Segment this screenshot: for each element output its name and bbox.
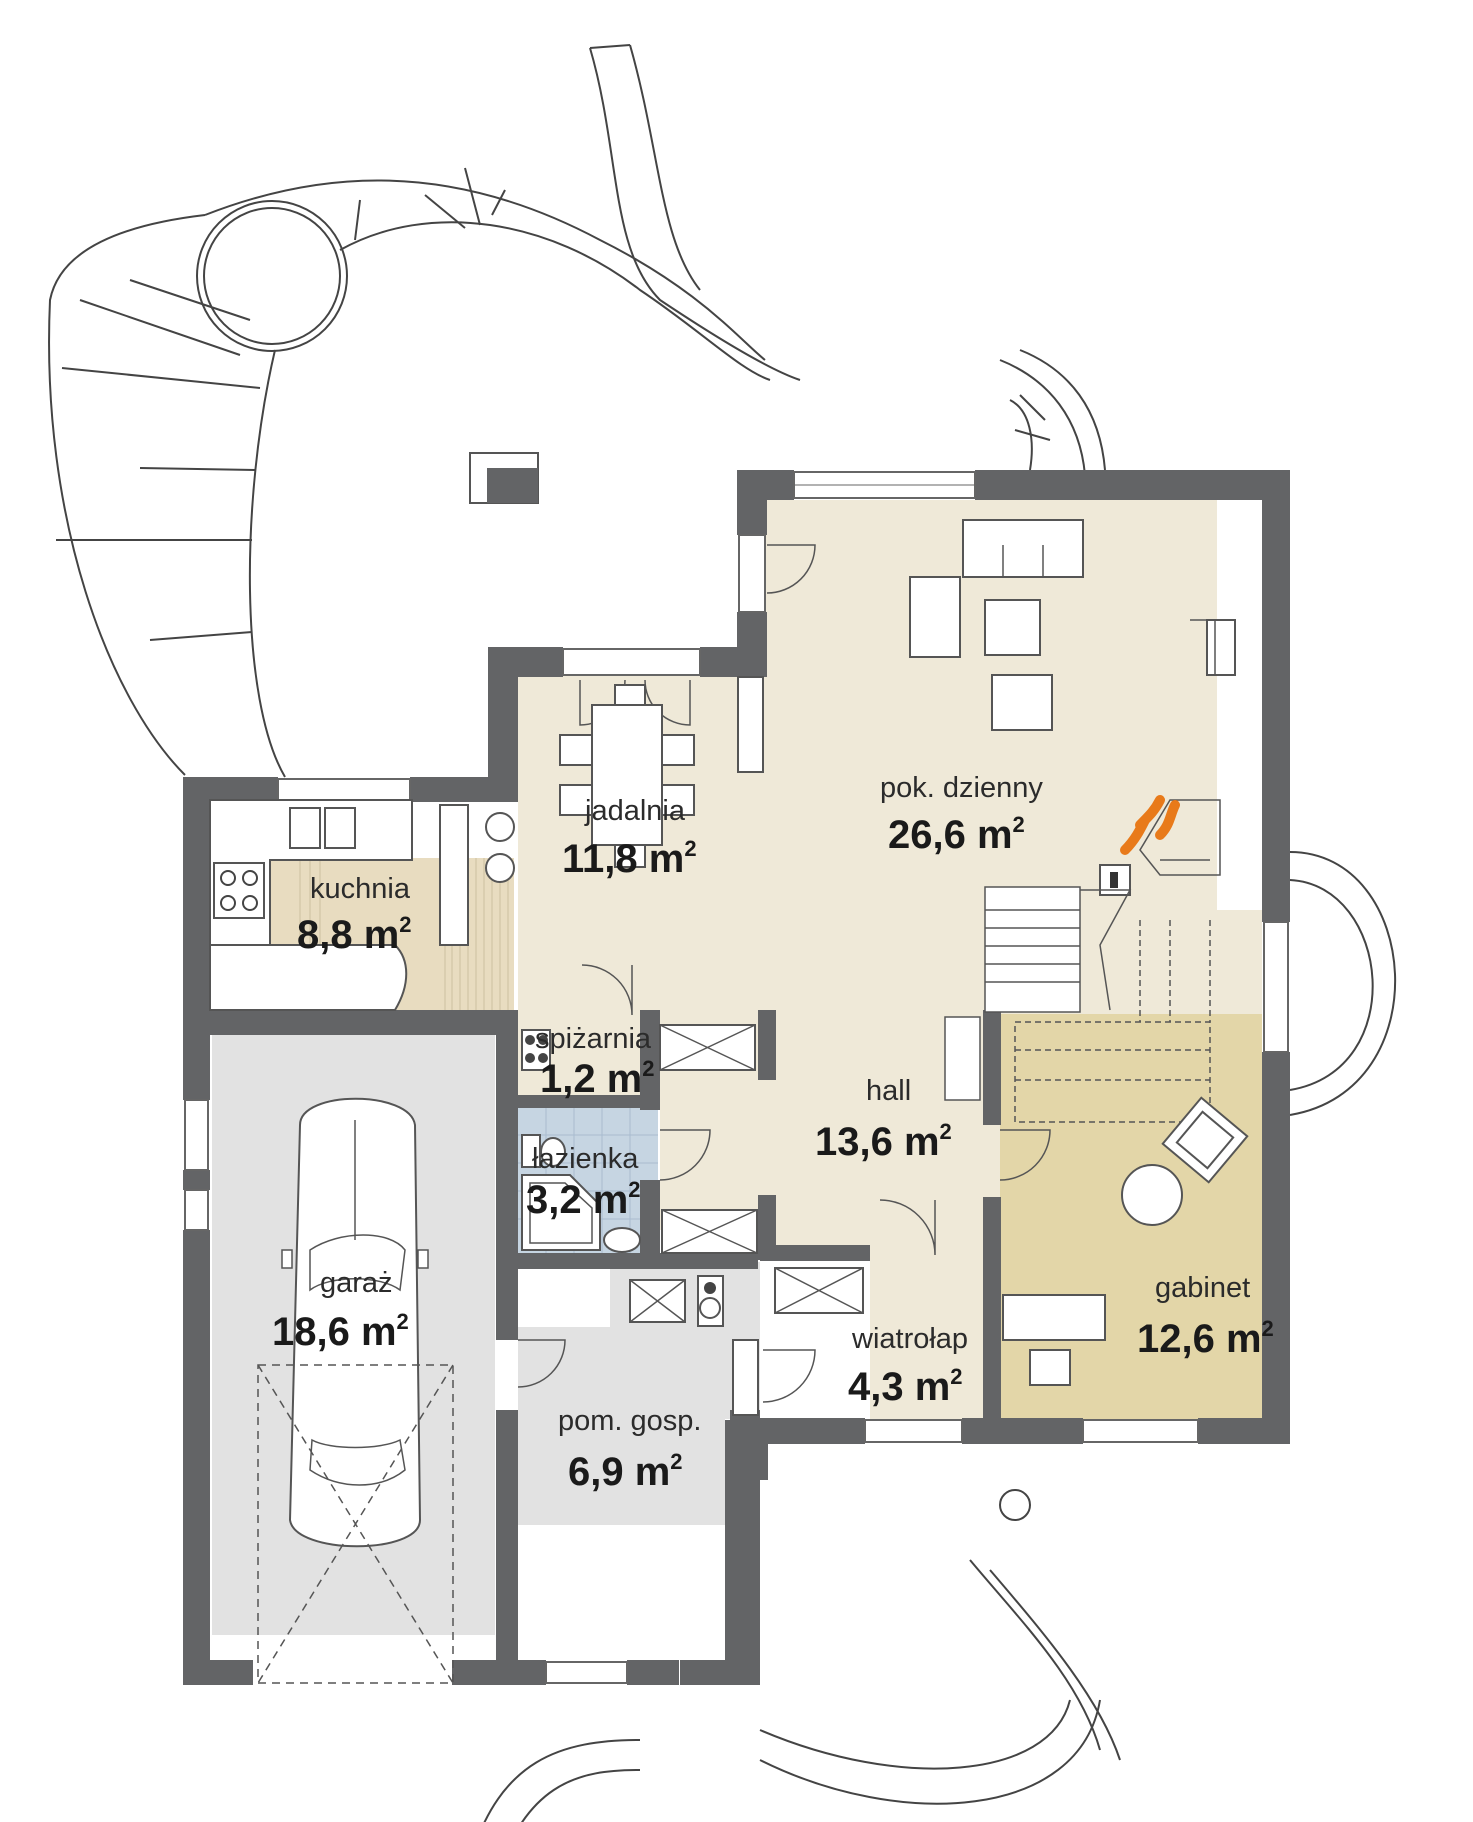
room-area-kuchnia: 8,8 m2 xyxy=(297,912,412,957)
column xyxy=(737,676,764,773)
room-area-lazienka: 3,2 m2 xyxy=(526,1177,641,1222)
floor-fills xyxy=(210,500,1262,1635)
room-area-garaz: 18,6 m2 xyxy=(272,1309,409,1354)
room-name-gabinet: gabinet xyxy=(1155,1272,1250,1304)
office-furniture xyxy=(1002,1096,1249,1386)
stairs-icon xyxy=(944,886,1211,1123)
room-name-hall: hall xyxy=(866,1075,911,1107)
chimney xyxy=(469,452,539,504)
room-area-gabinet: 12,6 m2 xyxy=(1137,1316,1274,1361)
walls xyxy=(183,470,1290,1685)
car-icon xyxy=(281,1097,429,1548)
sink-icon xyxy=(289,807,356,849)
room-area-wiatrolap: 4,3 m2 xyxy=(848,1364,963,1409)
wardrobes xyxy=(661,1209,864,1416)
room-name-jadalnia: jadalnia xyxy=(584,795,686,827)
room-name-kuchnia: kuchnia xyxy=(310,873,411,905)
room-name-pokoj-dzienny: pok. dzienny xyxy=(880,772,1043,804)
pantry-shelves xyxy=(521,1024,756,1071)
room-labels: pok. dzienny 26,6 m2 jadalnia 11,8 m2 ku… xyxy=(272,772,1274,1494)
sofa-icon xyxy=(909,519,1084,731)
room-name-garaz: garaż xyxy=(320,1267,393,1299)
beige-floor xyxy=(518,500,1262,1430)
room-area-hall: 13,6 m2 xyxy=(815,1119,952,1164)
room-name-wiatrolap: wiatrołap xyxy=(851,1323,968,1355)
windows xyxy=(184,471,1289,1684)
utility-floor xyxy=(518,1262,760,1525)
stove-icon xyxy=(213,862,265,919)
window-kitchen-top xyxy=(277,778,411,801)
room-area-jadalnia: 11,8 m2 xyxy=(562,836,697,881)
fireplace-icon xyxy=(1099,619,1236,896)
window-garage-left-1 xyxy=(184,1099,209,1171)
door-swings xyxy=(517,544,1051,1403)
room-name-pom-gosp: pom. gosp. xyxy=(558,1405,701,1437)
window-utility-bottom xyxy=(545,1661,628,1684)
window-dining-top xyxy=(562,648,701,676)
room-name-lazienka: łazienka xyxy=(532,1143,639,1175)
garage-door-swing xyxy=(257,1364,454,1684)
terrace-outline xyxy=(48,44,1397,1822)
window-garage-left-2 xyxy=(184,1189,209,1231)
window-living-left xyxy=(738,534,766,613)
bathtub-icon xyxy=(521,1134,724,1327)
room-area-spizarnia: 1,2 m2 xyxy=(540,1056,655,1101)
window-office-bottom xyxy=(1082,1419,1199,1443)
room-area-pokoj-dzienny: 26,6 m2 xyxy=(888,812,1025,857)
window-bay-right xyxy=(1263,921,1289,1053)
door-entrance xyxy=(864,1419,963,1443)
furniture xyxy=(209,452,1249,1684)
room-name-spizarnia: spiżarnia xyxy=(535,1023,652,1055)
dining-table-icon xyxy=(559,684,695,868)
room-area-pom-gosp: 6,9 m2 xyxy=(568,1449,683,1494)
